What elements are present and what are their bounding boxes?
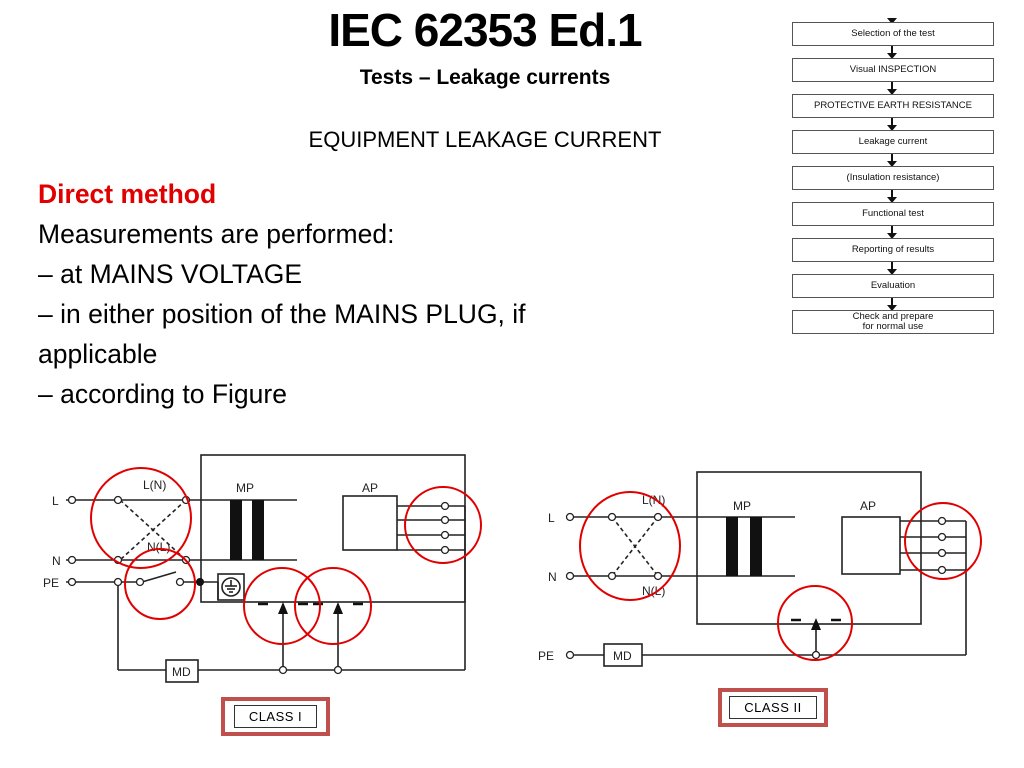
- highlight-circle: [294, 567, 372, 645]
- body-line: – according to Figure: [38, 379, 287, 409]
- highlight-circle: [243, 567, 321, 645]
- class2-label: CLASS II: [729, 696, 817, 719]
- class2-md-label: MD: [613, 649, 632, 663]
- class1-circuit-diagram: L N PE L(N) N(L) MP AP MD: [43, 454, 482, 683]
- flow-arrow: [887, 298, 897, 311]
- class1-md-label: MD: [172, 665, 191, 679]
- class2-ap-label: AP: [860, 499, 876, 513]
- body-line: – in either position of the MAINS PLUG, …: [38, 299, 526, 329]
- body-line: applicable: [38, 339, 158, 369]
- flow-step-functional: Functional test: [792, 202, 994, 226]
- flow-arrow: [887, 226, 897, 239]
- class1-label-box: CLASS I: [221, 697, 330, 736]
- body-line: Measurements are performed:: [38, 219, 395, 249]
- flow-step-reporting: Reporting of results: [792, 238, 994, 262]
- section-heading: EQUIPMENT LEAKAGE CURRENT: [308, 127, 662, 152]
- class1-ln-label: L(N): [143, 478, 166, 492]
- class2-nl-label: N(L): [642, 584, 665, 598]
- class1-ap-label: AP: [362, 481, 378, 495]
- flow-arrow: [887, 46, 897, 59]
- method-heading: Direct method: [38, 179, 217, 209]
- class1-label: CLASS I: [233, 705, 318, 728]
- flow-arrow: [887, 118, 897, 131]
- page-subtitle: Tests – Leakage currents: [359, 66, 611, 89]
- flow-step-prepare: Check and prepare for normal use: [792, 310, 994, 334]
- flow-arrow: [887, 262, 897, 275]
- body-text: Direct method Measurements are performed…: [38, 174, 758, 414]
- class2-circuit-diagram: L N PE L(N) N(L) MP AP MD: [538, 471, 982, 667]
- class1-l-label: L: [52, 494, 59, 508]
- class2-pe-label: PE: [538, 649, 554, 663]
- class2-label-box: CLASS II: [718, 688, 828, 727]
- test-sequence-flowchart: Selection of the test Visual INSPECTION …: [792, 18, 994, 338]
- body-line: – at MAINS VOLTAGE: [38, 259, 303, 289]
- page-title: IEC 62353 Ed.1: [328, 4, 642, 56]
- class1-pe-label: PE: [43, 576, 59, 590]
- class1-nl-label: N(L): [147, 540, 170, 554]
- flow-step-insulation: (Insulation resistance): [792, 166, 994, 190]
- highlight-circle: [904, 502, 982, 580]
- flow-arrow: [887, 18, 897, 24]
- class2-mp-label: MP: [733, 499, 751, 513]
- highlight-circle: [777, 585, 853, 661]
- highlight-circle: [579, 491, 681, 601]
- flow-step-visual-inspection: Visual INSPECTION: [792, 58, 994, 82]
- highlight-circle: [124, 548, 196, 620]
- class2-n-label: N: [548, 570, 557, 584]
- flow-step-protective-earth: PROTECTIVE EARTH RESISTANCE: [792, 94, 994, 118]
- flow-step-selection: Selection of the test: [792, 22, 994, 46]
- class2-l-label: L: [548, 511, 555, 525]
- flow-arrow: [887, 190, 897, 203]
- class1-n-label: N: [52, 554, 61, 568]
- flow-arrow: [887, 154, 897, 167]
- class1-mp-label: MP: [236, 481, 254, 495]
- flow-step-evaluation: Evaluation: [792, 274, 994, 298]
- flow-step-leakage-current: Leakage current: [792, 130, 994, 154]
- flow-arrow: [887, 82, 897, 95]
- highlight-circle: [404, 486, 482, 564]
- highlight-circle: [90, 467, 192, 569]
